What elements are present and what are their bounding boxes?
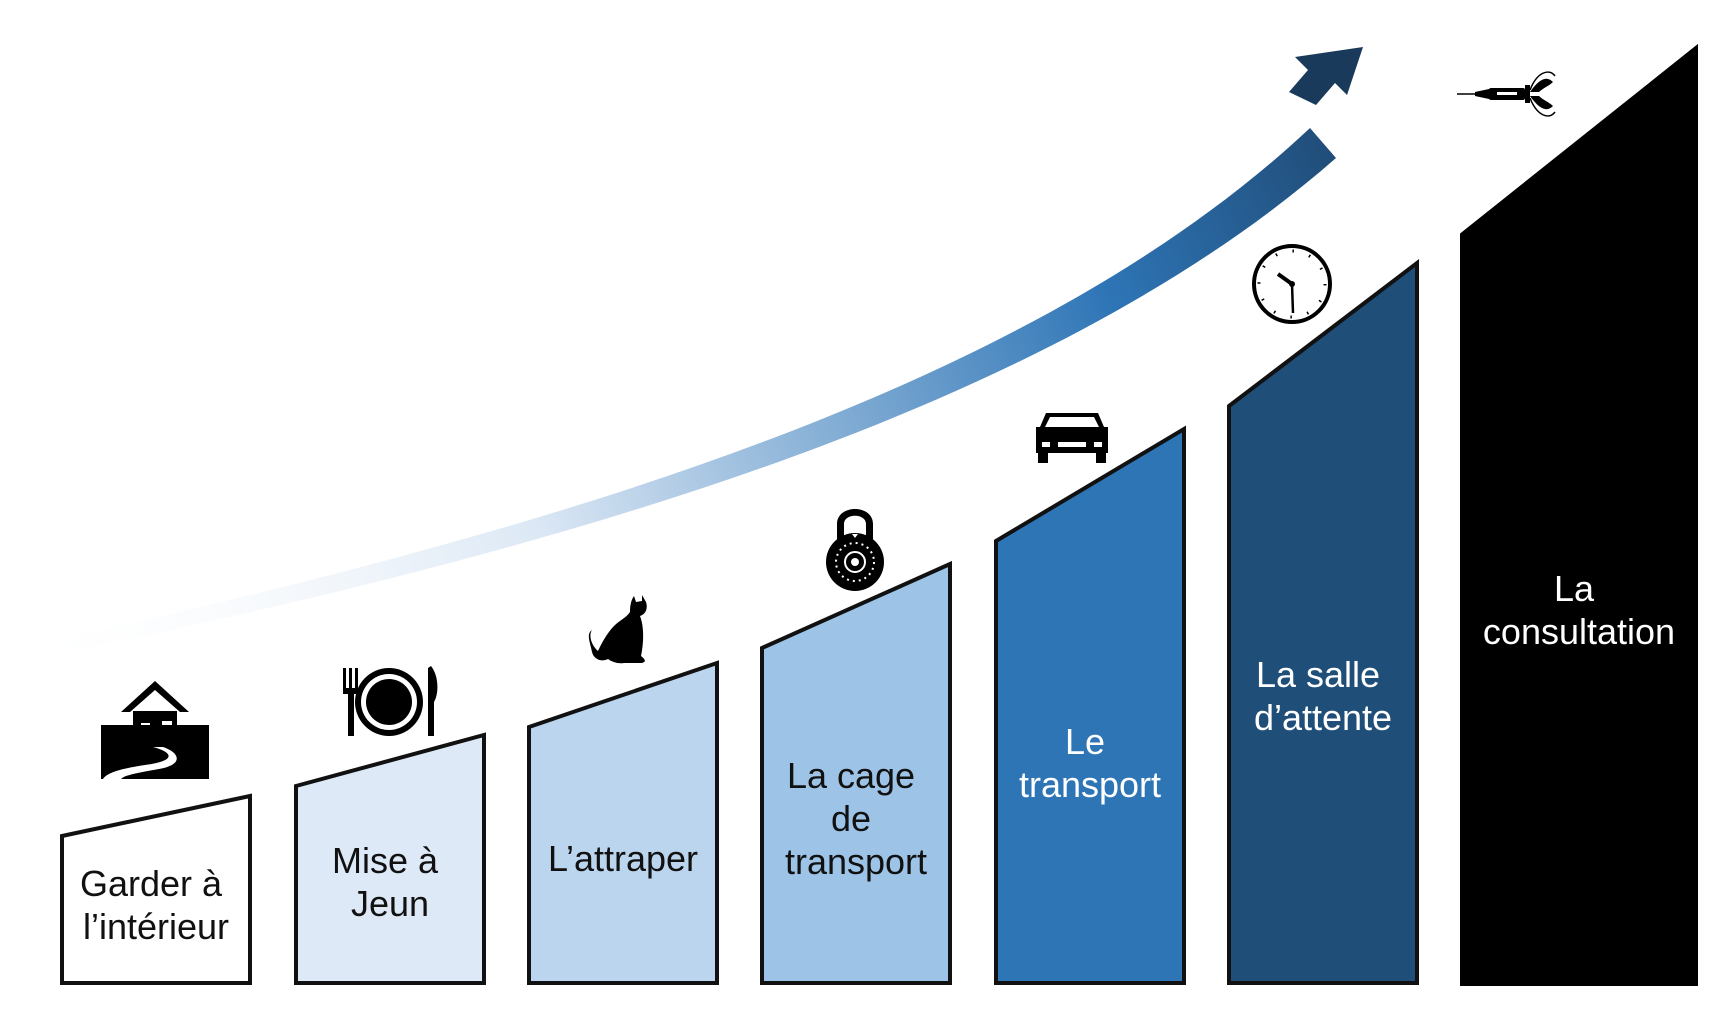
step-1-column (60, 793, 252, 985)
step-1: Garder à l’intérieur (60, 793, 252, 985)
step-6-label: La salle d’attente (1254, 654, 1392, 738)
step-2-label: Mise à Jeun (332, 840, 448, 924)
step-7-column (1460, 43, 1698, 986)
car-icon (1036, 413, 1108, 463)
step-5-column (994, 425, 1186, 985)
step-1-label: Garder à l’intérieur (80, 863, 232, 947)
step-7-label: La consultation (1483, 568, 1675, 652)
cat-icon (588, 595, 647, 664)
step-columns: Garder à l’intérieur Mise à Jeun L’attra… (60, 43, 1698, 986)
step-7: La consultation (1460, 43, 1698, 986)
step-2: Mise à Jeun (294, 732, 486, 985)
house-icon (101, 681, 209, 779)
step-4-column (760, 560, 952, 985)
step-3: L’attraper (527, 660, 719, 985)
plate-cutlery-icon (343, 666, 438, 736)
step-5: Le transport (994, 425, 1186, 985)
step-4-label: La cage de transport (785, 755, 927, 882)
step-3-label: L’attraper (548, 838, 698, 879)
step-5-label: Le transport (1019, 721, 1161, 805)
growth-arrow (0, 47, 1363, 666)
padlock-icon (826, 509, 884, 591)
step-4: La cage de transport (760, 560, 952, 985)
step-6: La salle d’attente (1227, 258, 1419, 985)
syringe-icon (1457, 71, 1556, 117)
growth-arrow-head (1289, 47, 1363, 105)
step-3-column (527, 660, 719, 985)
step-2-column (294, 732, 486, 985)
step-6-column (1227, 258, 1419, 985)
clock-icon (1252, 244, 1332, 324)
